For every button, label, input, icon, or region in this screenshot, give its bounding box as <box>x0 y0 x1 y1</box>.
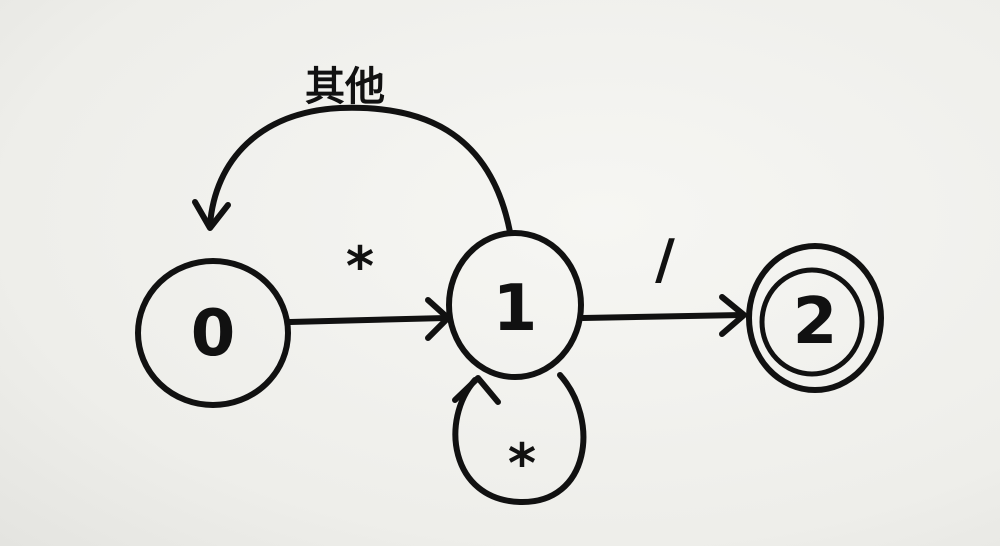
state-2-outer-circle <box>746 243 884 393</box>
state-2-label: 2 <box>793 285 838 359</box>
edge-1-self-loop-curve <box>452 372 587 506</box>
edge-1-to-0-arrowhead <box>192 199 231 231</box>
edge-0-to-1-line <box>287 315 449 325</box>
state-0-label: 0 <box>191 297 236 371</box>
edge-1-to-2-label: / <box>655 228 675 291</box>
state-0-circle <box>135 258 291 408</box>
state-0: 0 <box>135 258 291 408</box>
state-1-circle <box>446 230 584 380</box>
state-2: 2 <box>746 243 884 393</box>
state-1-label: 1 <box>493 272 538 346</box>
edge-1-to-0-arc <box>207 104 513 235</box>
state-1: 1 <box>446 230 584 380</box>
edge-1-to-2: / <box>580 228 747 337</box>
edge-0-to-1-label: * <box>346 235 374 298</box>
edge-1-to-0-label: 其他 <box>305 64 385 110</box>
edge-1-to-2-arrowhead <box>719 294 747 337</box>
edge-1-to-2-line <box>580 312 745 321</box>
edge-0-to-1-arrowhead <box>425 297 451 341</box>
edge-1-self-loop-label: * <box>508 432 536 495</box>
state-2-inner-circle <box>759 267 865 377</box>
edge-1-self-loop-arrowhead <box>452 375 501 405</box>
edge-0-to-1: * <box>287 235 451 341</box>
edge-1-self-loop: * <box>452 372 587 506</box>
edge-1-to-0: 其他 <box>192 64 513 235</box>
